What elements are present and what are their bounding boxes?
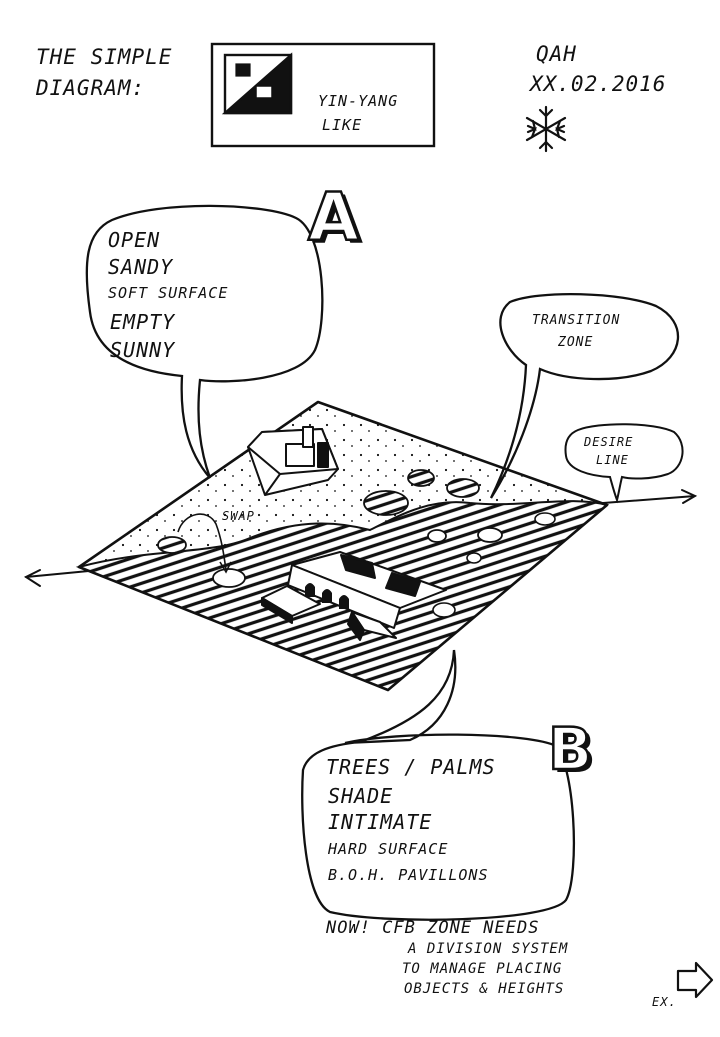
box-caption-line2: LIKE [322,116,363,134]
zone-a-item: SANDY [108,255,174,279]
note-line: NOW! CFB ZONE NEEDS [326,918,540,938]
zone-a-item: SUNNY [110,338,176,362]
snowflake-icon [525,105,567,153]
zone-a-letter: A [307,179,361,256]
sketch-date: XX.02.2016 [530,72,667,96]
note-ex-label: EX. [652,995,677,1009]
zone-b-item: B.O.H. PAVILLONS [328,866,489,884]
callout-desire-bubble [564,423,684,504]
swap-label: SWAP [222,509,255,523]
transition-zone-line1: TRANSITION [532,313,621,328]
zone-b-item: HARD SURFACE [328,840,449,858]
diagram-title-line2: DIAGRAM: [36,76,146,100]
note-line: OBJECTS & HEIGHTS [404,981,565,997]
transition-zone-line2: ZONE [558,335,594,350]
callout-transition-bubble [489,292,680,499]
zone-b-item: SHADE [328,784,394,808]
note-line: A DIVISION SYSTEM [408,941,569,957]
diagram-title-line1: THE SIMPLE [36,45,173,69]
author-initials: QAH [536,42,577,66]
building-lower [261,551,447,641]
zone-b-letter: B [547,715,594,783]
box-caption-line1: YIN-YANG [318,92,399,110]
yin-yang-box [210,42,436,148]
callout-b-bubble [301,649,576,921]
zone-b-item: TREES / PALMS [326,755,496,779]
zone-b-item: INTIMATE [328,810,433,834]
site-plane [75,400,610,692]
desire-line-line1: DESIRE [584,435,634,449]
desire-line-line2: LINE [596,453,629,467]
zone-a-item: OPEN [108,228,161,252]
next-arrow-icon [676,961,714,999]
callout-a-bubble [85,204,324,479]
zone-a-item: SOFT SURFACE [108,284,229,302]
building-upper [247,426,339,496]
note-line: TO MANAGE PLACING [402,961,563,977]
zone-a-item: EMPTY [110,310,176,334]
